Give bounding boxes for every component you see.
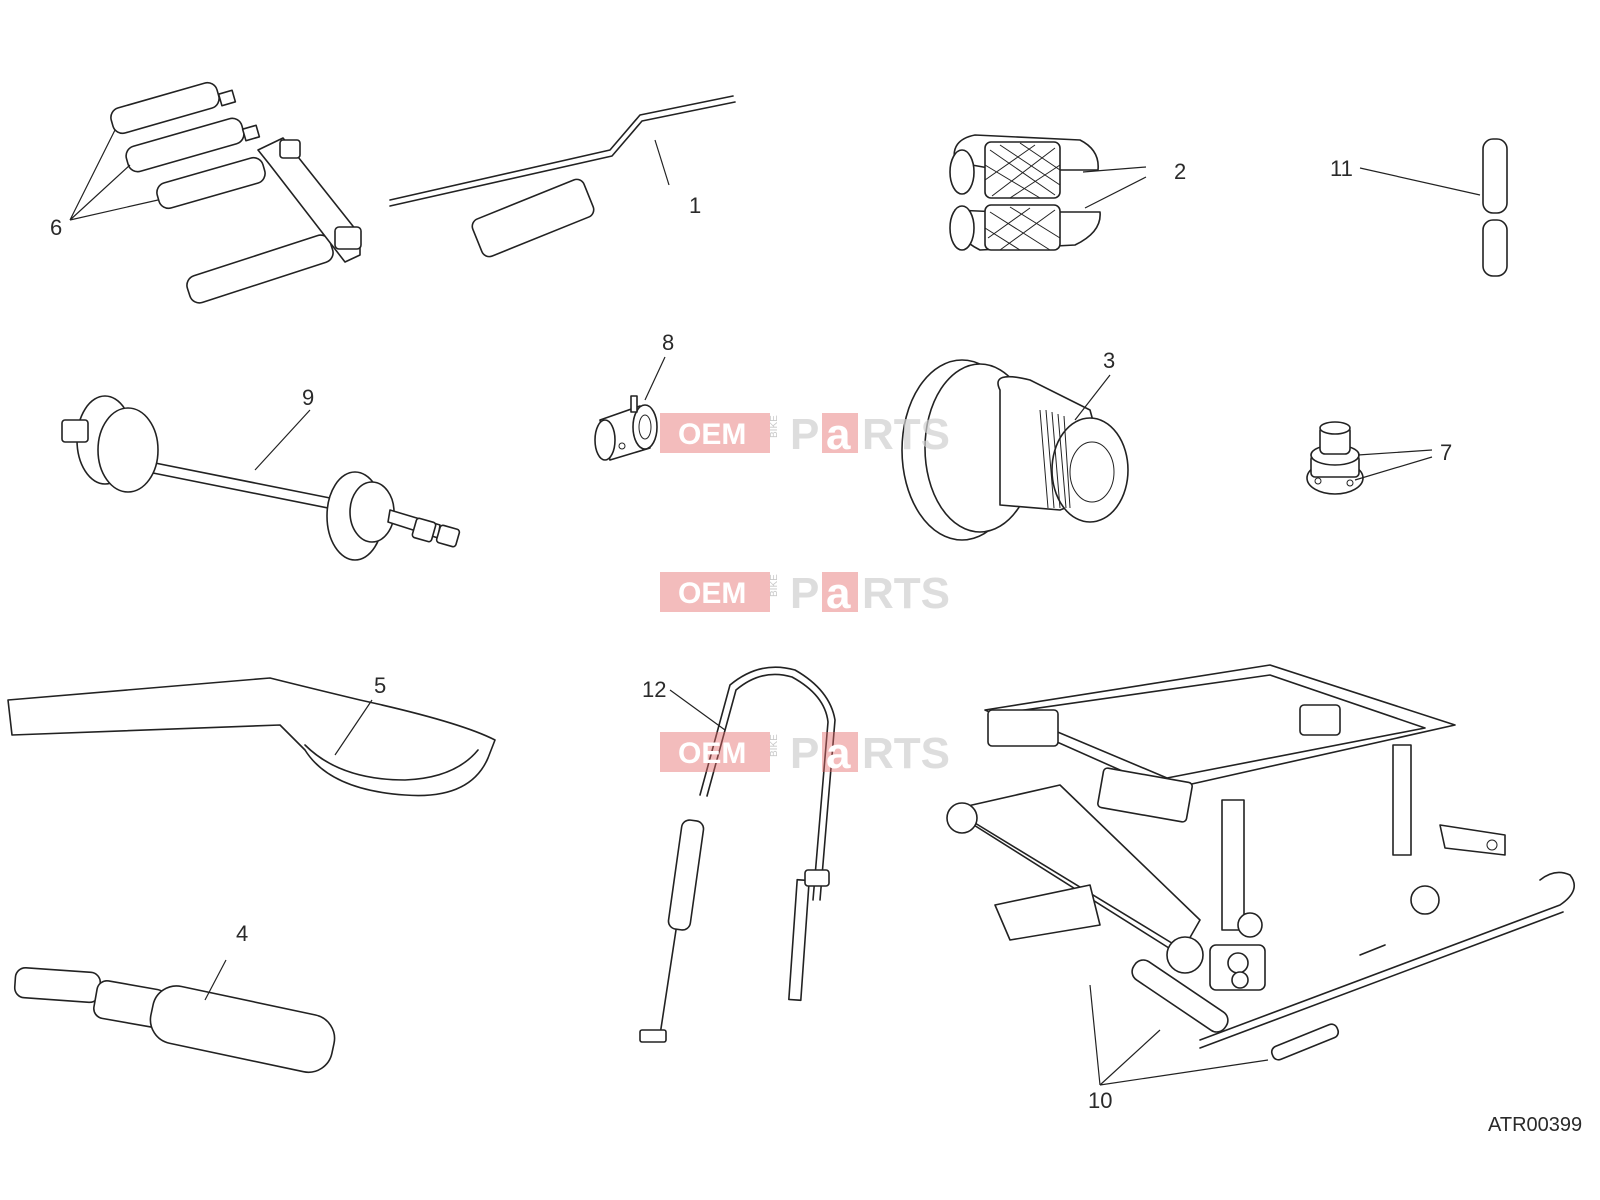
callout-7: 7 — [1440, 440, 1452, 465]
tool-1-bent-rod — [389, 95, 736, 258]
callout-3: 3 — [1103, 348, 1115, 373]
leader-lines — [69, 129, 1481, 1086]
tool-9-bearing-puller — [61, 395, 461, 561]
tool-12-gauge — [639, 666, 836, 1043]
callout-2: 2 — [1174, 159, 1186, 184]
watermark-oem: OEM — [678, 577, 746, 610]
watermark-p: P — [790, 729, 819, 778]
watermark-oem: OEM — [678, 418, 746, 451]
tool-11-pins — [1482, 138, 1508, 277]
watermark-p: P — [790, 410, 819, 459]
watermark-3: OEM BIKE P a RTS — [660, 729, 950, 778]
tool-3-threaded-adapter — [901, 359, 1129, 541]
watermark-rts: RTS — [862, 410, 950, 459]
callout-1: 1 — [689, 193, 701, 218]
watermark-bike: BIKE — [769, 415, 780, 438]
tool-7-fitting — [1306, 421, 1364, 495]
tool-5-hook-spanner — [7, 677, 496, 797]
watermark-a: a — [826, 729, 851, 778]
watermark-a: a — [826, 410, 851, 459]
watermark-oem: OEM — [678, 737, 746, 770]
watermark-p: P — [790, 569, 819, 618]
watermark-bike: BIKE — [769, 734, 780, 757]
callout-5: 5 — [374, 673, 386, 698]
callout-8: 8 — [662, 330, 674, 355]
callout-labels: 1 2 3 4 5 6 7 8 9 10 11 12 — [50, 156, 1452, 1113]
callout-10: 10 — [1088, 1088, 1112, 1113]
tool-2-split-sleeve — [949, 134, 1101, 251]
watermark-2: OEM BIKE P a RTS — [660, 569, 950, 618]
callout-11: 11 — [1330, 156, 1353, 181]
watermark-rts: RTS — [862, 569, 950, 618]
callout-12: 12 — [642, 677, 666, 702]
tool-4-pin-driver — [13, 966, 336, 1074]
watermark-a: a — [826, 569, 851, 618]
drawing-reference-code: ATR00399 — [1488, 1114, 1582, 1136]
watermark-rts: RTS — [862, 729, 950, 778]
watermark-1: OEM BIKE P a RTS — [660, 410, 950, 459]
tool-8-collar — [594, 395, 658, 461]
watermark-bike: BIKE — [769, 574, 780, 597]
callout-9: 9 — [302, 385, 314, 410]
tool-6-pin-set — [110, 81, 362, 304]
callout-4: 4 — [236, 921, 248, 946]
tool-10-stand — [946, 664, 1576, 1061]
callout-6: 6 — [50, 215, 62, 240]
